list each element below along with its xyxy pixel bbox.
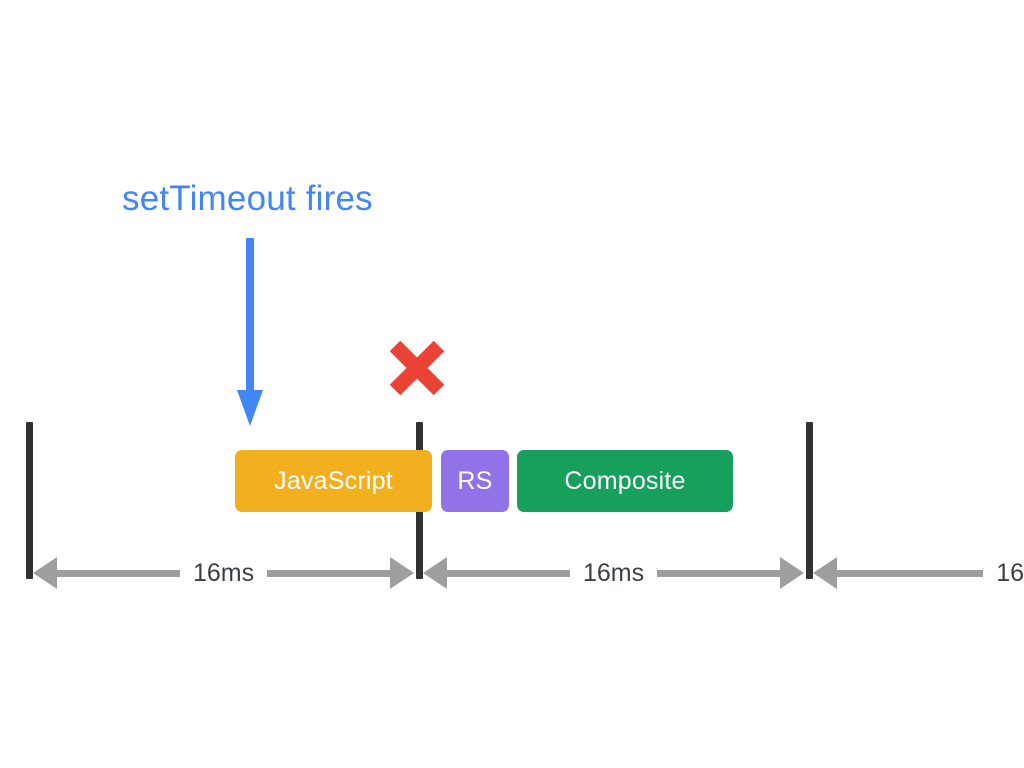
down-arrow-icon [236,238,264,428]
duration-measure-3: 16 [813,553,1024,593]
arrow-head-left-icon [423,557,447,589]
arrow-head-right-icon [780,557,804,589]
task-bar-composite[interactable]: Composite [517,450,733,512]
duration-label-3: 16 [996,558,1024,587]
frame-boundary-tick-1 [26,422,33,579]
task-bar-rs[interactable]: RS [441,450,509,512]
arrow-head-right-icon [390,557,414,589]
measure-line [447,569,570,577]
measure-line [837,569,984,577]
arrow-head-left-icon [813,557,837,589]
annotation-label: setTimeout fires [122,179,373,218]
arrow-head-left-icon [33,557,57,589]
measure-line [57,569,180,577]
frame-boundary-tick-3 [806,422,813,579]
red-x-icon [387,338,447,398]
task-bar-javascript[interactable]: JavaScript [235,450,432,512]
measure-line [267,569,391,577]
duration-measure-2: 16ms [423,553,804,593]
duration-measure-1: 16ms [33,553,414,593]
measure-line [657,569,781,577]
duration-label-2: 16ms [582,558,645,587]
duration-label-1: 16ms [192,558,255,587]
